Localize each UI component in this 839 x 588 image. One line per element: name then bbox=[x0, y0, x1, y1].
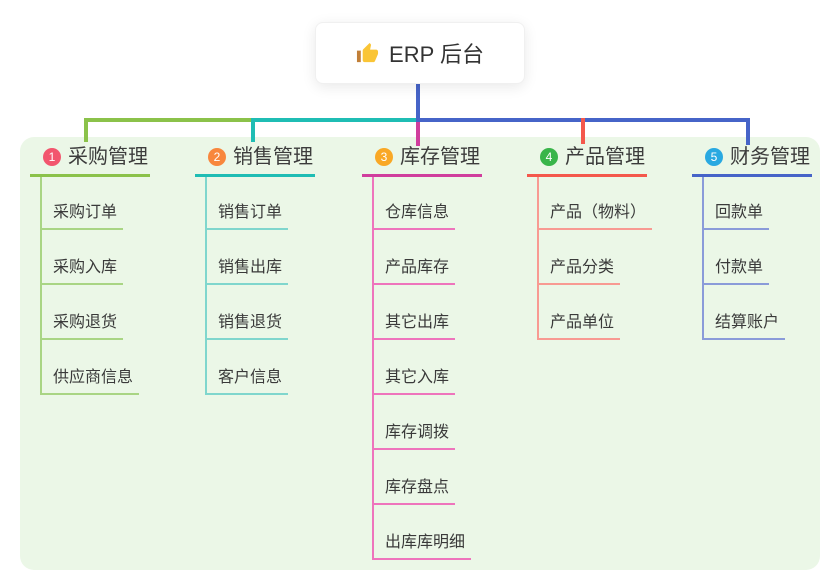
connector-horizontal-left bbox=[84, 118, 253, 122]
child-node[interactable]: 出库库明细 bbox=[372, 505, 472, 560]
branch-children: 仓库信息 产品库存 其它出库 其它入库 库存调拨 库存盘点 出库库明细 bbox=[372, 177, 482, 560]
branch-title[interactable]: 5 财务管理 bbox=[692, 146, 812, 177]
child-node[interactable]: 库存调拨 bbox=[372, 395, 456, 450]
child-node[interactable]: 供应商信息 bbox=[40, 340, 140, 395]
connector-root-drop bbox=[416, 81, 420, 120]
branch-finance: 5 财务管理 回款单 付款单 结算账户 bbox=[692, 146, 812, 340]
child-node[interactable]: 产品分类 bbox=[537, 230, 621, 285]
branch-title[interactable]: 3 库存管理 bbox=[362, 146, 482, 177]
child-node[interactable]: 销售订单 bbox=[205, 177, 289, 230]
connector-drop-sales bbox=[251, 118, 255, 142]
branch-product: 4 产品管理 产品（物料） 产品分类 产品单位 bbox=[527, 146, 653, 340]
child-node[interactable]: 产品（物料） bbox=[537, 177, 653, 230]
child-node[interactable]: 产品库存 bbox=[372, 230, 456, 285]
child-node[interactable]: 产品单位 bbox=[537, 285, 621, 340]
branch-inventory: 3 库存管理 仓库信息 产品库存 其它出库 其它入库 库存调拨 库存盘点 出库库… bbox=[362, 146, 482, 560]
branch-title-label: 库存管理 bbox=[400, 146, 480, 168]
child-node[interactable]: 付款单 bbox=[702, 230, 770, 285]
branch-purchase: 1 采购管理 采购订单 采购入库 采购退货 供应商信息 bbox=[30, 146, 150, 395]
child-node[interactable]: 采购退货 bbox=[40, 285, 124, 340]
thumbs-up-icon bbox=[356, 42, 379, 62]
child-node[interactable]: 其它出库 bbox=[372, 285, 456, 340]
root-node-label: ERP 后台 bbox=[389, 42, 484, 67]
branches-panel bbox=[20, 137, 820, 570]
branch-title[interactable]: 4 产品管理 bbox=[527, 146, 647, 177]
connector-drop-purchase bbox=[84, 118, 88, 142]
branch-badge: 3 bbox=[375, 148, 393, 166]
child-node[interactable]: 回款单 bbox=[702, 177, 770, 230]
branch-badge: 2 bbox=[208, 148, 226, 166]
child-node[interactable]: 销售出库 bbox=[205, 230, 289, 285]
branch-badge: 4 bbox=[540, 148, 558, 166]
branch-children: 回款单 付款单 结算账户 bbox=[702, 177, 812, 340]
branch-children: 采购订单 采购入库 采购退货 供应商信息 bbox=[40, 177, 150, 395]
branch-badge: 1 bbox=[43, 148, 61, 166]
branch-sales: 2 销售管理 销售订单 销售出库 销售退货 客户信息 bbox=[195, 146, 315, 395]
child-node[interactable]: 采购订单 bbox=[40, 177, 124, 230]
connector-drop-finance bbox=[746, 118, 750, 145]
child-node[interactable]: 仓库信息 bbox=[372, 177, 456, 230]
branch-children: 销售订单 销售出库 销售退货 客户信息 bbox=[205, 177, 315, 395]
branch-title-label: 产品管理 bbox=[565, 146, 645, 168]
child-node[interactable]: 销售退货 bbox=[205, 285, 289, 340]
branch-title[interactable]: 1 采购管理 bbox=[30, 146, 150, 177]
branch-badge: 5 bbox=[705, 148, 723, 166]
child-node[interactable]: 库存盘点 bbox=[372, 450, 456, 505]
branch-title-label: 财务管理 bbox=[730, 146, 810, 168]
branch-title[interactable]: 2 销售管理 bbox=[195, 146, 315, 177]
branch-title-label: 采购管理 bbox=[68, 146, 148, 168]
connector-drop-product bbox=[581, 118, 585, 144]
child-node[interactable]: 结算账户 bbox=[702, 285, 786, 340]
branch-children: 产品（物料） 产品分类 产品单位 bbox=[537, 177, 653, 340]
root-node[interactable]: ERP 后台 bbox=[315, 22, 525, 84]
connector-horizontal-mid bbox=[251, 118, 420, 122]
connector-drop-inventory bbox=[416, 122, 420, 146]
child-node[interactable]: 客户信息 bbox=[205, 340, 289, 395]
child-node[interactable]: 采购入库 bbox=[40, 230, 124, 285]
branch-title-label: 销售管理 bbox=[233, 146, 313, 168]
child-node[interactable]: 其它入库 bbox=[372, 340, 456, 395]
